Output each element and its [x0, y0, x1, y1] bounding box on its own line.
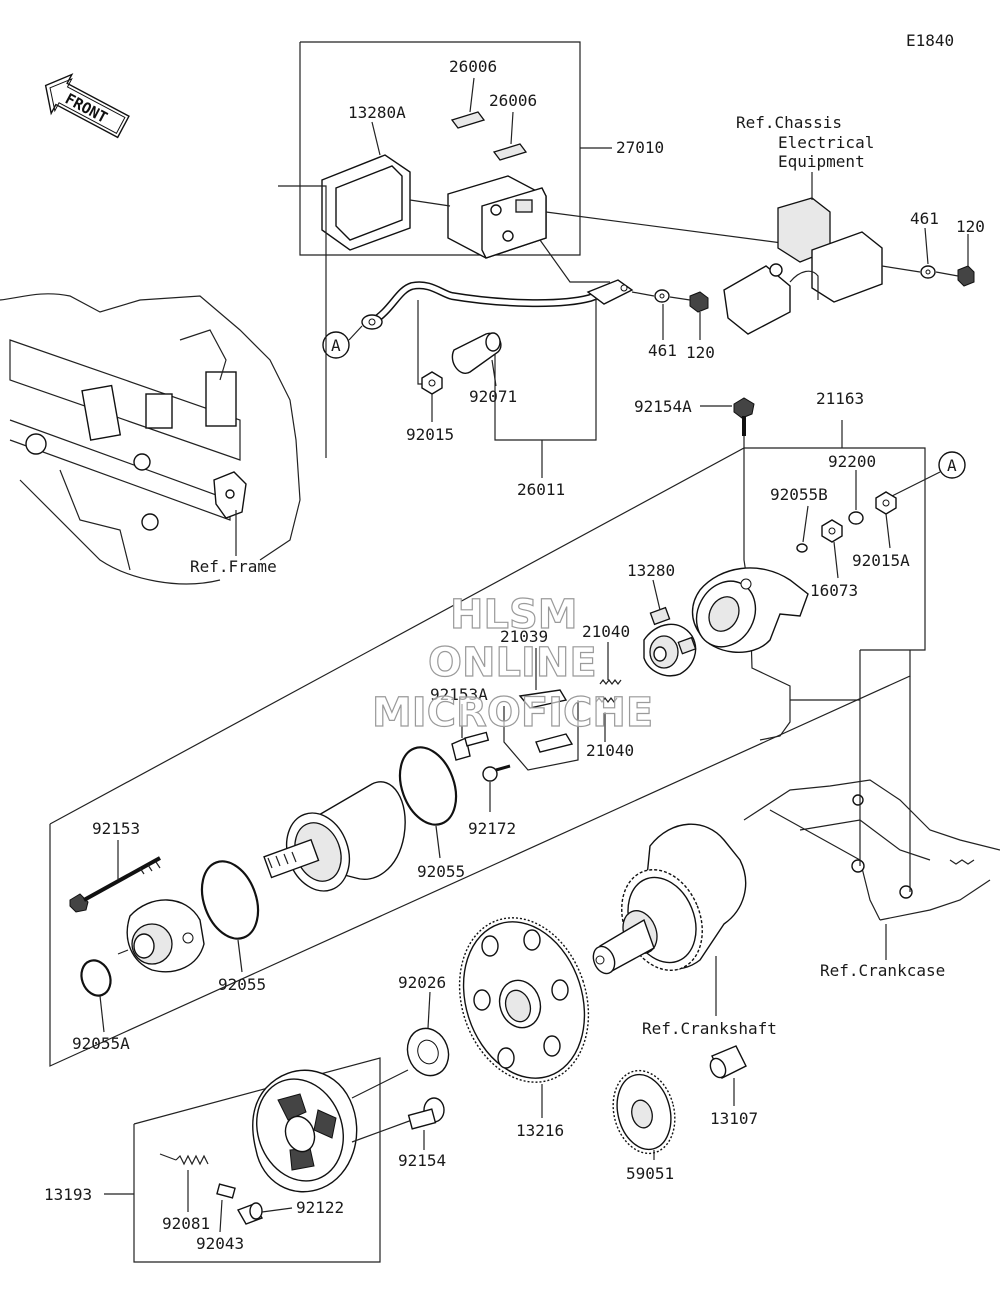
starter-relay	[447, 175, 547, 259]
label-ref-chassis-1: Ref.Chassis	[736, 113, 842, 132]
label-59051: 59051	[626, 1164, 674, 1183]
oring-92055B	[796, 543, 808, 553]
chassis-relay-group	[723, 172, 883, 335]
watermark-line-1: HLSM	[450, 592, 578, 638]
label-21163: 21163	[816, 389, 864, 408]
label-120-right: 120	[956, 217, 985, 236]
roller-92122	[236, 1202, 264, 1225]
oring-92055-mid	[398, 746, 458, 826]
washer-461-right	[920, 265, 936, 279]
label-92200: 92200	[828, 452, 876, 471]
watermark-line-2: ONLINE	[428, 640, 597, 686]
label-ref-crankshaft: Ref.Crankshaft	[642, 1019, 777, 1038]
label-92154A: 92154A	[634, 397, 692, 416]
washer-92200	[848, 511, 864, 525]
starter-cable-26011	[361, 279, 634, 330]
oring-92055-left	[200, 860, 260, 940]
watermark-line-3: MICROFICHE	[372, 690, 653, 736]
starter-group-frame	[49, 420, 926, 1067]
bolt-120-right	[957, 265, 975, 287]
label-26011: 26011	[517, 480, 565, 499]
label-ref-frame: Ref.Frame	[190, 557, 277, 576]
starter-front-cover	[126, 899, 205, 973]
bolt-92154A	[733, 397, 755, 436]
plunger-92043	[216, 1183, 236, 1199]
label-21040-b: 21040	[586, 741, 634, 760]
idler-gear-59051	[612, 1069, 676, 1155]
label-92026: 92026	[398, 973, 446, 992]
label-13193: 13193	[44, 1185, 92, 1204]
relay-cover-13280A	[321, 121, 411, 251]
label-21040-a: 21040	[582, 622, 630, 641]
fuse-26006-b	[492, 143, 528, 161]
spring-92081	[159, 1153, 209, 1166]
label-92153A: 92153A	[430, 685, 488, 704]
crankcase-reference	[743, 650, 1000, 921]
label-26006-b: 26006	[489, 91, 537, 110]
label-92071: 92071	[469, 387, 517, 406]
label-92172: 92172	[468, 819, 516, 838]
bolt-92154	[407, 1097, 445, 1130]
label-92055-left: 92055	[218, 975, 266, 994]
label-92015: 92015	[406, 425, 454, 444]
oring-92055A	[80, 959, 112, 997]
label-ref-chassis-2: Electrical	[778, 133, 874, 152]
label-ref-chassis-3: Equipment	[778, 152, 865, 171]
label-92055B: 92055B	[770, 485, 828, 504]
label-16073: 16073	[810, 581, 858, 600]
label-92055-mid: 92055	[417, 862, 465, 881]
label-461: 461	[648, 341, 677, 360]
terminal-boot-92071	[451, 332, 502, 374]
callout-a-right-label: A	[947, 456, 957, 475]
front-arrow-icon: FRONT	[44, 73, 130, 139]
label-92043: 92043	[196, 1234, 244, 1253]
washer-92026	[406, 1027, 450, 1077]
frame-reference	[0, 185, 327, 585]
crankshaft-reference	[592, 823, 747, 975]
label-92055A: 92055A	[72, 1034, 130, 1053]
callout-a-top-label: A	[331, 336, 341, 355]
label-13216: 13216	[516, 1121, 564, 1140]
screw-92172	[482, 764, 511, 782]
nut-16073	[821, 519, 843, 543]
label-27010: 27010	[616, 138, 664, 157]
label-21039: 21039	[500, 627, 548, 646]
label-92122: 92122	[296, 1198, 344, 1217]
label-92081: 92081	[162, 1214, 210, 1233]
nut-92015	[421, 371, 443, 395]
label-461-right: 461	[910, 209, 939, 228]
shaft-13107	[709, 1045, 747, 1079]
fuse-26006-a	[450, 111, 486, 129]
nut-92015A	[875, 491, 897, 515]
callout-a-right: A	[938, 451, 966, 479]
starter-gear-13216	[458, 917, 590, 1083]
label-92154: 92154	[398, 1151, 446, 1170]
label-92015A: 92015A	[852, 551, 910, 570]
label-13107: 13107	[710, 1109, 758, 1128]
callout-a-top: A	[322, 331, 350, 359]
through-bolt-92153	[69, 856, 161, 913]
label-120: 120	[686, 343, 715, 362]
starter-end-cover	[691, 567, 809, 653]
diagram-code: E1840	[906, 31, 954, 50]
spring-21040-a	[599, 679, 622, 685]
brush-plate-21039	[503, 689, 579, 771]
bolt-120	[689, 291, 709, 313]
starter-motor-yoke	[263, 781, 406, 892]
relay-assembly-box	[299, 41, 612, 256]
label-13280A: 13280A	[348, 103, 406, 122]
label-13280: 13280	[627, 561, 675, 580]
label-26006-a: 26006	[449, 57, 497, 76]
washer-461	[654, 289, 670, 303]
brush-holder-13280	[643, 606, 697, 677]
starter-clutch	[252, 1069, 358, 1193]
spring-21040-b	[595, 697, 618, 703]
label-ref-crankcase: Ref.Crankcase	[820, 961, 945, 980]
screw-92153A	[451, 731, 490, 761]
label-92153: 92153	[92, 819, 140, 838]
